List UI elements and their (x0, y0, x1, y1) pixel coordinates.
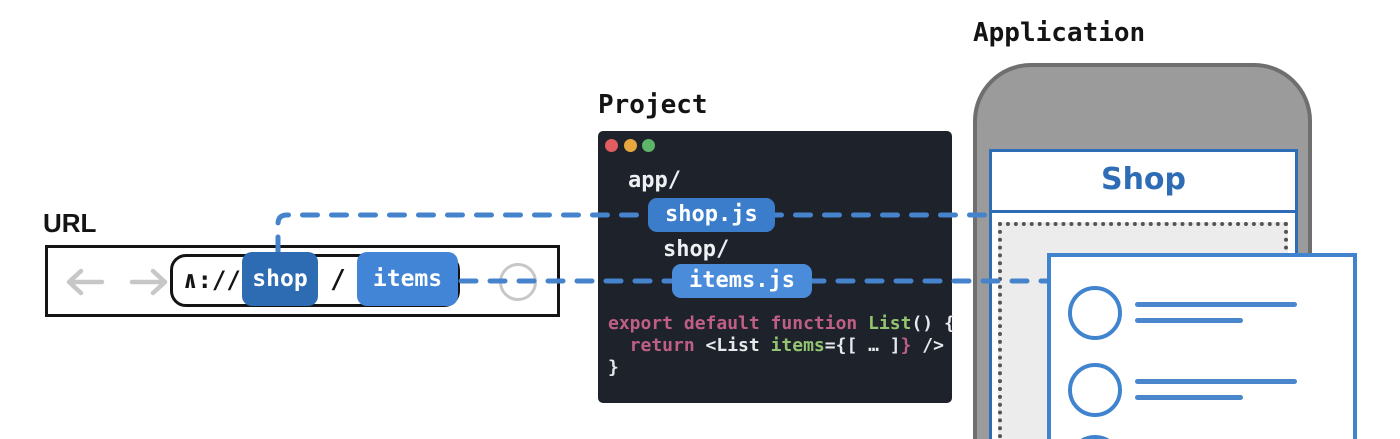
list-item-text-line (1135, 302, 1297, 307)
window-minimize-icon[interactable] (624, 139, 637, 152)
tree-folder-shop[interactable]: shop/ (663, 237, 730, 262)
list-item[interactable] (1068, 435, 1338, 439)
forward-arrow-icon[interactable] (126, 262, 172, 302)
list-item[interactable] (1068, 286, 1338, 344)
code-keyword: export default function (608, 313, 869, 334)
url-segment-shop[interactable]: shop (242, 252, 318, 306)
application-section-label: Application (973, 18, 1146, 48)
code-function-name: List (868, 313, 912, 334)
app-header-title: Shop (989, 149, 1298, 213)
window-maximize-icon[interactable] (642, 139, 655, 152)
refresh-icon[interactable] (499, 263, 537, 301)
code-attribute: items (770, 335, 825, 356)
window-close-icon[interactable] (605, 139, 618, 152)
code-keyword: return (608, 335, 706, 356)
list-item-text-line (1135, 318, 1243, 323)
path-separator: / (330, 265, 346, 295)
list-item-avatar-circle (1068, 363, 1122, 417)
list-item-avatar-circle (1068, 286, 1122, 340)
list-item[interactable] (1068, 363, 1338, 421)
code-block: export default function List() { return … (608, 313, 955, 378)
items-list-card (1047, 253, 1357, 439)
editor-window: app/ shop/ export default function List(… (598, 131, 955, 403)
back-arrow-icon[interactable] (62, 262, 108, 302)
list-item-avatar-circle (1068, 435, 1122, 439)
tree-folder-app[interactable]: app/ (628, 168, 681, 193)
url-section-label: URL (43, 208, 97, 238)
list-item-text-line (1135, 395, 1243, 400)
project-section-label: Project (598, 90, 708, 120)
url-protocol: ∧:// (183, 266, 241, 294)
url-segment-items[interactable]: items (357, 252, 458, 306)
list-item-text-line (1135, 379, 1297, 384)
